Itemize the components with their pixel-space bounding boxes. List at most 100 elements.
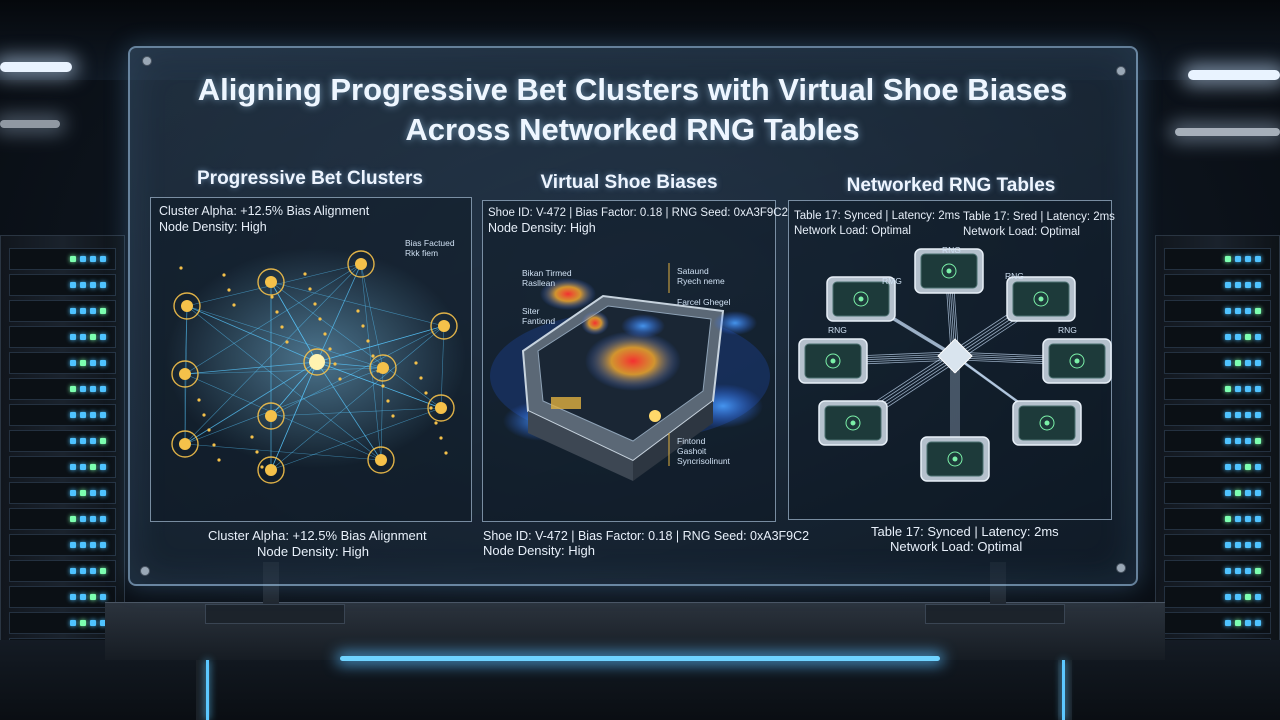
rng-caption-line-1: Table 17: Synced | Latency: 2ms (871, 524, 1059, 539)
rack-led (80, 360, 86, 366)
rack-led (1235, 256, 1241, 262)
cluster-particle (328, 347, 332, 351)
rack-led (90, 516, 96, 522)
rng-table-dot (952, 456, 958, 462)
rack-unit (9, 612, 116, 634)
rng-hub (937, 338, 973, 374)
rack-unit (1164, 378, 1271, 400)
cluster-link (270, 325, 445, 471)
cluster-link (184, 373, 382, 461)
cluster-particle (444, 451, 448, 455)
rack-led (1255, 464, 1261, 470)
rack-led (70, 334, 76, 340)
cluster-info-line-1: Cluster Alpha: +12.5% Bias Alignment (159, 204, 370, 218)
cluster-node-ring (257, 268, 285, 296)
rack-unit (1164, 300, 1271, 322)
cluster-particle (381, 384, 385, 388)
cluster-info-line-2: Node Density: High (159, 220, 267, 234)
cluster-node (438, 320, 450, 332)
rack-led (90, 568, 96, 574)
rack-unit (1164, 352, 1271, 374)
ceiling-light-left (0, 62, 72, 72)
rack-led (1225, 334, 1231, 340)
rack-led (1225, 516, 1231, 522)
cluster-node (435, 402, 447, 414)
rng-table-indicator (845, 415, 861, 431)
heatmap-cool-zone (621, 314, 665, 338)
cluster-particle (323, 332, 327, 336)
cluster-link (316, 325, 445, 363)
cluster-particle (414, 361, 418, 365)
cluster-particle (212, 443, 216, 447)
rack-unit (1164, 612, 1271, 634)
cluster-link (316, 361, 382, 461)
rack-unit (1164, 430, 1271, 452)
rng-node-label-right: RNG (1058, 325, 1077, 335)
panel-heading-shoe-biases: Virtual Shoe Biases (540, 172, 718, 193)
cluster-particle (366, 339, 370, 343)
rack-led (80, 256, 86, 262)
rack-led (1225, 308, 1231, 314)
rack-unit (9, 586, 116, 608)
cluster-particle (207, 428, 211, 432)
rack-led (1255, 412, 1261, 418)
rng-table-dot (858, 296, 864, 302)
rack-unit (1164, 560, 1271, 582)
rack-led (100, 386, 106, 392)
rack-led (80, 308, 86, 314)
rack-led (1235, 490, 1241, 496)
rack-unit (1164, 274, 1271, 296)
cluster-particle (222, 273, 226, 277)
rng-caption-line-2: Network Load: Optimal (890, 539, 1023, 554)
rack-unit (9, 482, 116, 504)
cluster-particle (424, 391, 428, 395)
rack-led (1235, 412, 1241, 418)
cluster-particle (303, 272, 307, 276)
rack-unit (1164, 534, 1271, 556)
rack-led (1255, 490, 1261, 496)
cluster-particle (217, 458, 221, 462)
rng-table-indicator (947, 451, 963, 467)
shoe-annotation-a: Bikan Tirmed Rasllean (522, 268, 572, 288)
cluster-node (355, 258, 367, 270)
cluster-link (184, 367, 384, 445)
rack-led (70, 282, 76, 288)
cluster-link (184, 361, 318, 375)
rack-led (1225, 386, 1231, 392)
rack-led (70, 490, 76, 496)
rack-led (1225, 464, 1231, 470)
rack-led (70, 594, 76, 600)
rack-led (80, 542, 86, 548)
cluster-node-ring (430, 312, 458, 340)
rack-led (1255, 256, 1261, 262)
rack-led (1245, 308, 1251, 314)
shoe-slot-light (551, 397, 581, 409)
rack-led (1225, 438, 1231, 444)
cluster-link (270, 281, 318, 363)
cluster-link (316, 263, 362, 363)
cluster-particle (318, 317, 322, 321)
cluster-node-ring (369, 354, 397, 382)
cluster-node-ring (257, 456, 285, 484)
rack-led (90, 464, 96, 470)
rng-table-dot (830, 358, 836, 364)
desk-leg-light-right (1062, 660, 1065, 720)
cluster-link (270, 281, 445, 327)
heatmap-hot-zone (540, 278, 596, 310)
rack-led (100, 464, 106, 470)
cluster-link (184, 367, 384, 375)
rack-led (1255, 308, 1261, 314)
rack-led (80, 412, 86, 418)
rack-unit (1164, 482, 1271, 504)
rack-led (1255, 516, 1261, 522)
rack-led (70, 308, 76, 314)
cluster-node-ring (427, 394, 455, 422)
rack-unit (1164, 404, 1271, 426)
rng-node-label-upper-right: RNG (1005, 271, 1024, 281)
rack-led (100, 412, 106, 418)
cluster-particle (419, 376, 423, 380)
rng-node-label-left: RNG (828, 325, 847, 335)
rack-led (1225, 256, 1231, 262)
shoe-annotation-c: Sataund Ryech neme (677, 266, 725, 286)
